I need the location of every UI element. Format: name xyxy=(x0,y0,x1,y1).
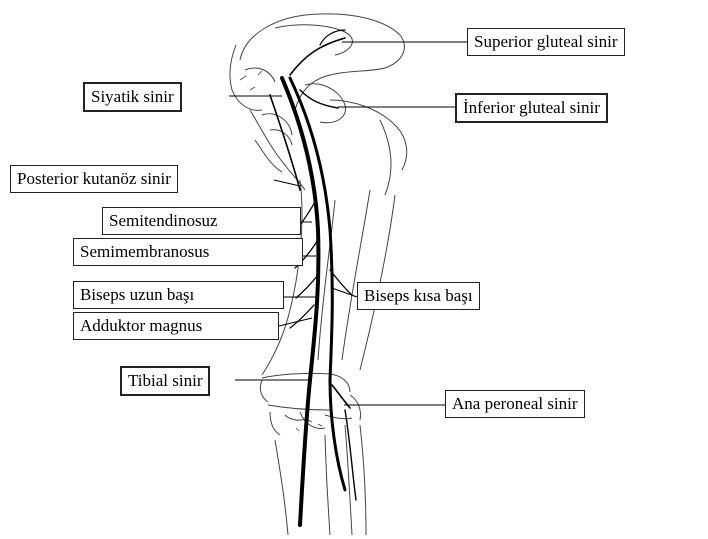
label-inferior-gluteal: İnferior gluteal sinir xyxy=(455,93,608,123)
label-biseps-kisa: Biseps kısa başı xyxy=(357,282,480,310)
label-siyatik: Siyatik sinir xyxy=(83,82,182,112)
label-adduktor-magnus: Adduktor magnus xyxy=(73,312,279,340)
label-semitendinosuz: Semitendinosuz xyxy=(102,207,301,235)
label-ana-peroneal: Ana peroneal sinir xyxy=(445,390,585,418)
label-posterior-kutanoz: Posterior kutanöz sinir xyxy=(10,165,178,193)
label-tibial: Tibial sinir xyxy=(120,366,210,396)
nerve-paths xyxy=(270,30,356,525)
label-biseps-uzun: Biseps uzun başı xyxy=(73,281,284,309)
label-superior-gluteal: Superior gluteal sinir xyxy=(467,28,625,56)
label-semimembranosus: Semimembranosus xyxy=(73,238,303,266)
